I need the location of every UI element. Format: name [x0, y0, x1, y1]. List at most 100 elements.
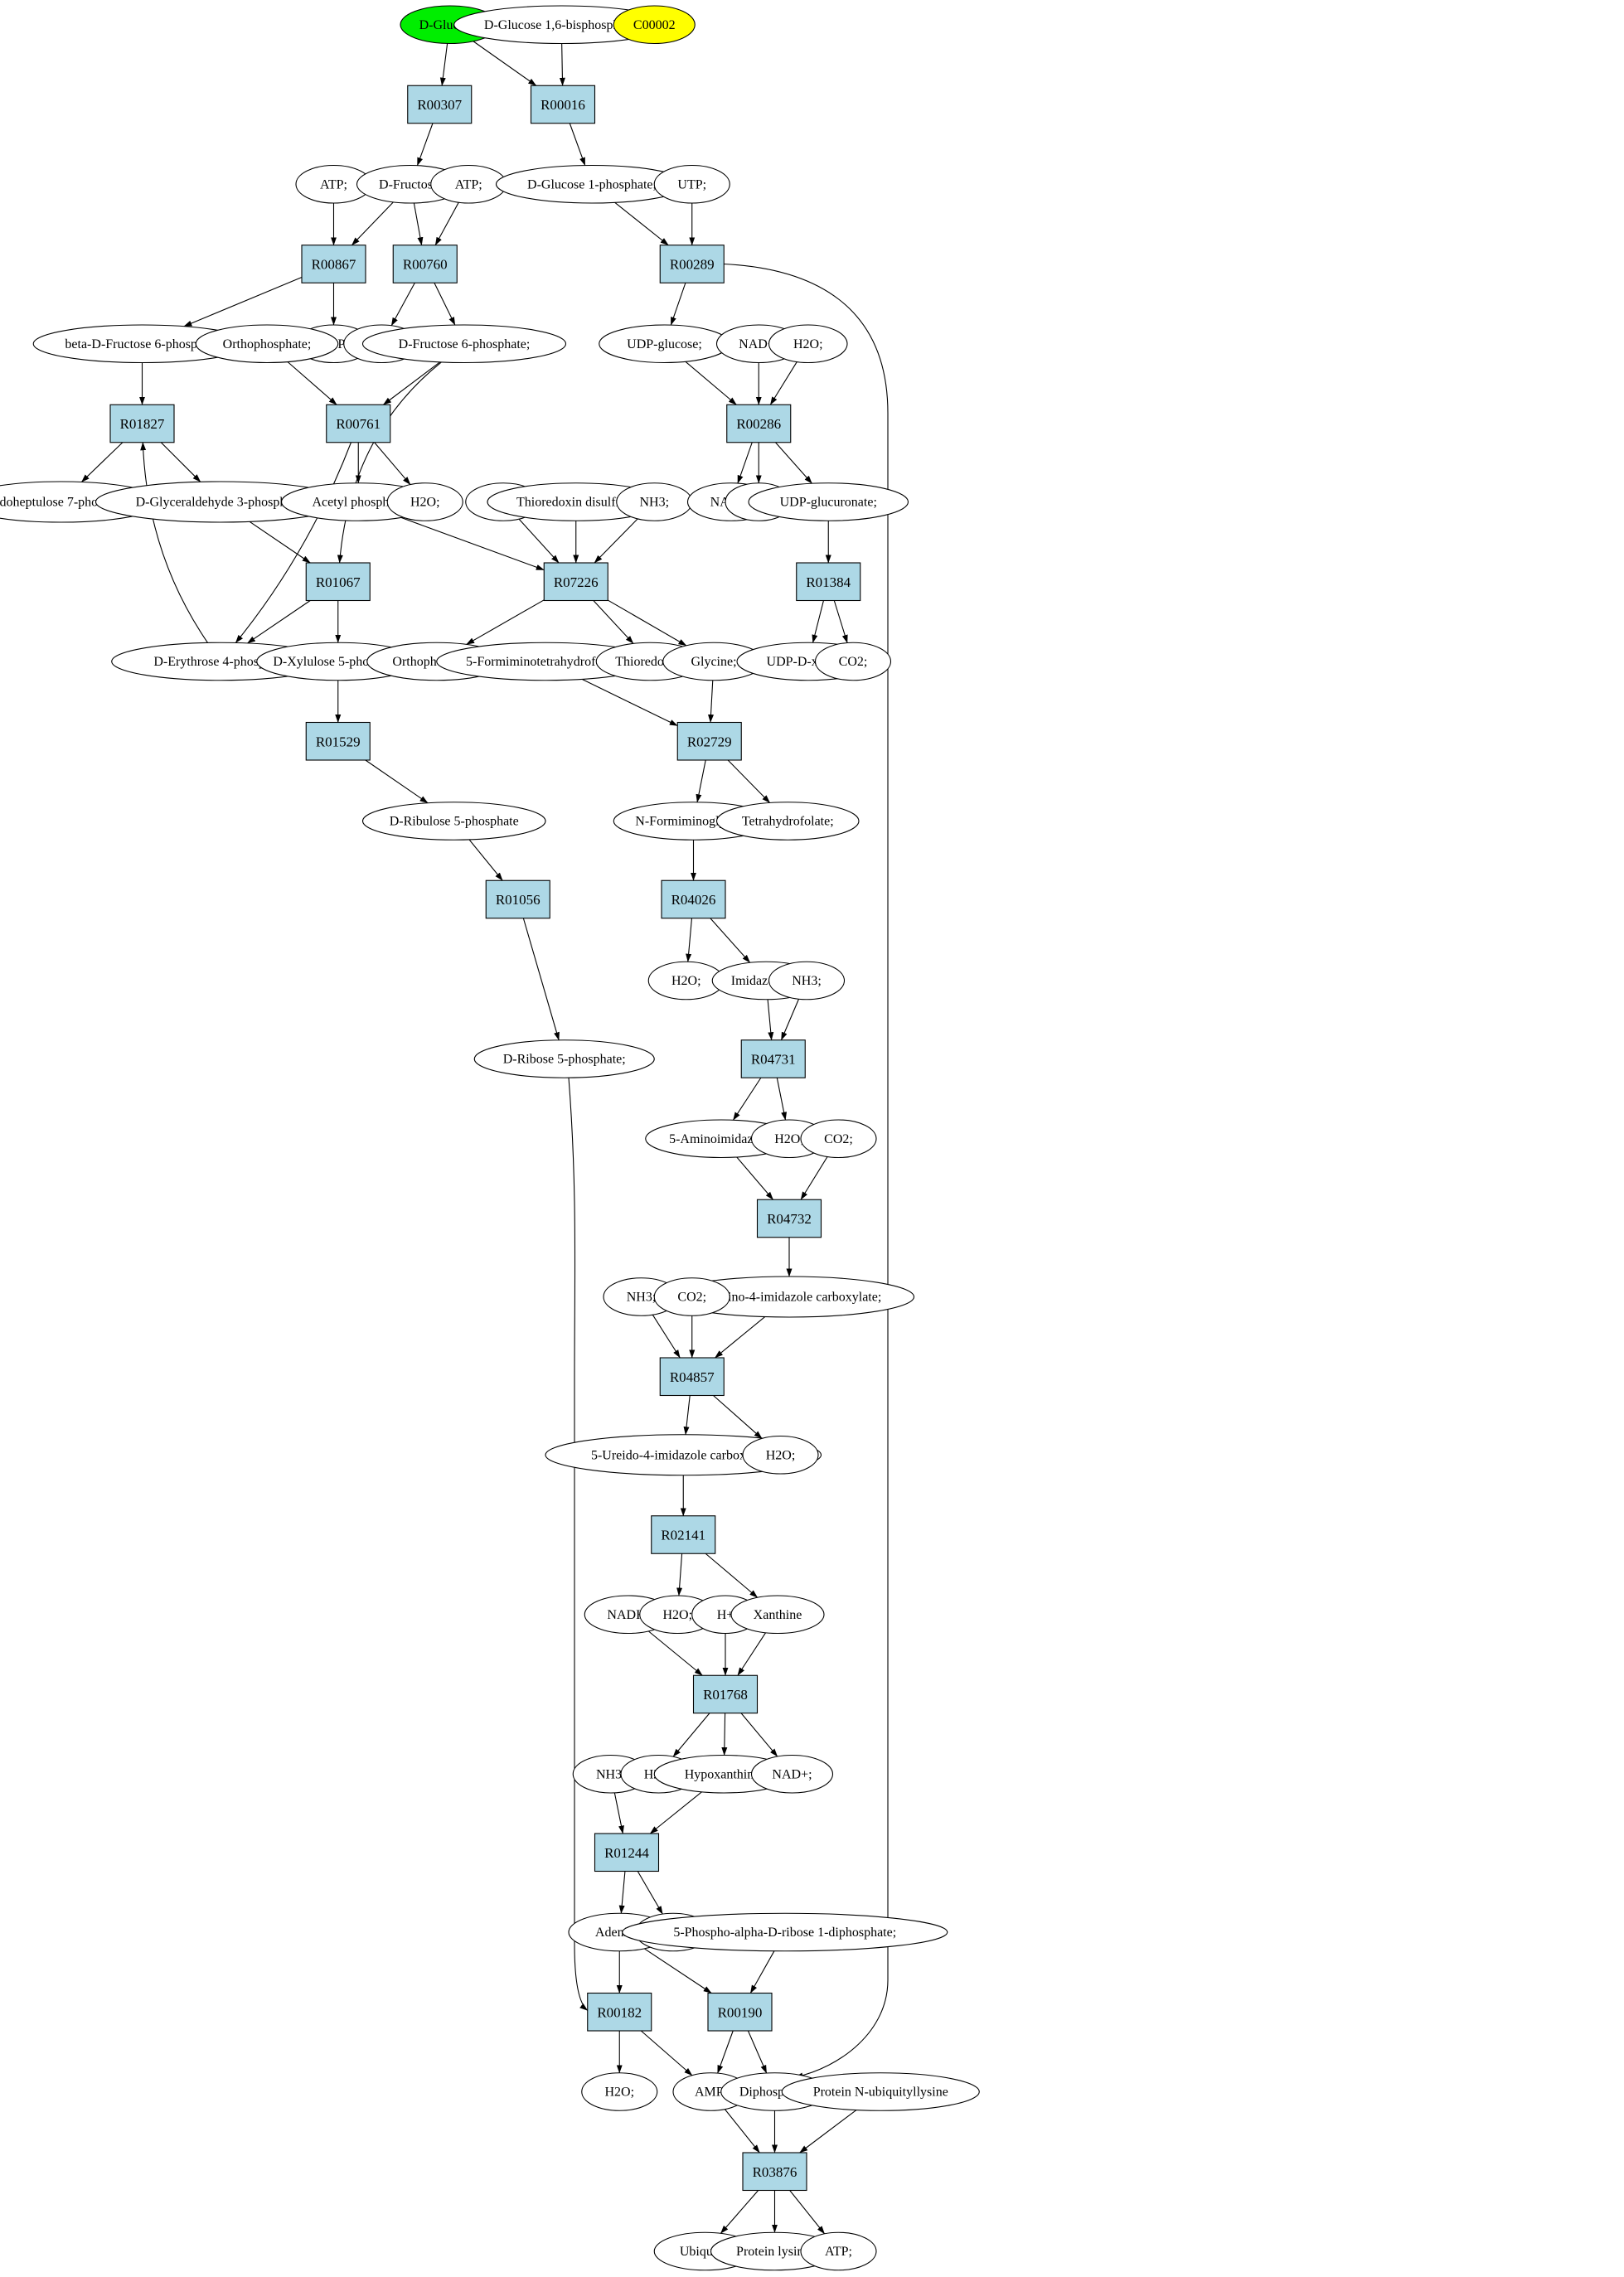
reaction-label: R00286 [736, 416, 781, 432]
edge-r_R00182-to-c_amp [640, 2030, 693, 2076]
edge-c_5aimid-to-r_R04732 [736, 1156, 773, 1200]
compound-label: H2O; [671, 974, 701, 988]
compound-ellipse [800, 1119, 877, 1159]
compound-ellipse [730, 1595, 825, 1635]
compound-node-nh3_b: NH3; [768, 961, 846, 1000]
edge-r_R01384-to-c_udpxylose [812, 600, 824, 643]
compound-ellipse [768, 961, 846, 1000]
compound-label: D-Fructose; [379, 177, 442, 191]
compound-node-thiodis: Thioredoxin disulfide; [487, 482, 666, 521]
compound-node-atp3: ATP; [800, 2231, 877, 2271]
compound-label: Orthophosphate; [223, 337, 312, 351]
compound-ellipse [386, 482, 463, 521]
edge-r_R00760-to-c_adp2 [390, 282, 415, 327]
reaction-box [740, 1039, 806, 1078]
reaction-node-R03876: R03876 [742, 2152, 807, 2192]
compound-label: ATP; [455, 177, 482, 191]
reaction-box [659, 1357, 725, 1397]
compound-label: Xanthine [754, 1608, 802, 1622]
compound-label: Protein lysine; [736, 2245, 813, 2259]
edge-c_atp2-to-r_R00760 [434, 201, 459, 246]
compound-node-df6p: D-Fructose 6-phosphate; [361, 324, 567, 364]
reaction-label: R01827 [120, 416, 165, 432]
edge-c_glycine-to-r_R02729 [708, 680, 715, 723]
compound-label: H2O; [410, 496, 440, 510]
compound-label: CO2; [839, 655, 868, 669]
compound-ellipse [768, 324, 848, 364]
compound-node-h2o_top: H2O; [768, 324, 848, 364]
reaction-label: R00761 [336, 416, 381, 432]
reaction-node-R00307: R00307 [407, 85, 473, 124]
edge-r_R07226-to-c_thioredoxin [593, 600, 634, 644]
compound-ellipse [613, 5, 696, 45]
edge-r_R02141-to-c_h2o_f [676, 1553, 683, 1596]
compound-ellipse [653, 164, 730, 204]
edge-r_R04857-to-c_5u4icarb [683, 1395, 691, 1436]
compound-node-h2o_a: H2O; [386, 482, 463, 521]
reaction-box [661, 879, 726, 919]
compound-label: UDP-glucuronate; [780, 496, 877, 510]
reaction-box [485, 879, 550, 919]
reaction-label: R04731 [751, 1052, 796, 1068]
compound-node-udpglucuronate: UDP-glucuronate; [748, 482, 909, 521]
reaction-label: R01067 [316, 574, 361, 590]
edge-c_df6p-to-r_R00761 [383, 361, 441, 405]
edge-c_adenine-to-r_R00190 [643, 1948, 712, 1994]
compound-label: 5-Amino-4-imidazole carboxylate; [697, 1291, 882, 1305]
reaction-label: R00307 [417, 97, 462, 113]
edge-r_R04857-to-c_h2o_e [713, 1395, 763, 1439]
compound-label: 5-Ureido-4-imidazole carboxylate; [591, 1448, 776, 1462]
reaction-box [707, 1992, 773, 2032]
edge-c_acetylp-to-r_R07226 [400, 516, 545, 571]
edge-r_R00867-to-c_betadf6p [183, 277, 303, 327]
reaction-label: R00867 [312, 257, 356, 273]
edge-c_dglucose16bp-to-r_R00016 [559, 43, 565, 86]
reaction-box [726, 404, 792, 443]
compound-label: D-Erythrose 4-phosphate [153, 655, 287, 669]
compound-label: 5-Phospho-alpha-D-ribose 1-diphosphate; [673, 1926, 896, 1940]
reaction-label: R00182 [597, 2004, 642, 2020]
reaction-box [530, 85, 596, 124]
reaction-node-R00190: R00190 [707, 1992, 773, 2032]
compound-label: Glycine; [691, 655, 736, 669]
edge-c_nh3_a-to-r_R07226 [594, 518, 638, 564]
edge-r_R01827-to-c_sedo [80, 442, 124, 482]
edge-c_dribose5p-to-r_R00182 [568, 1078, 589, 2011]
compound-label: D-Ribulose 5-phosphate [390, 815, 519, 829]
reaction-node-R04731: R04731 [740, 1039, 806, 1078]
compound-node-nh3_a: NH3; [616, 482, 693, 521]
edge-r_R00286-to-c_udpglucuronate [775, 442, 812, 484]
edge-r_R00289-to-c_udpglucose [670, 283, 686, 326]
reaction-node-R00016: R00016 [530, 85, 596, 124]
compound-node-xanthine: Xanthine [730, 1595, 825, 1635]
compound-ellipse [473, 1039, 655, 1078]
reaction-node-R01067: R01067 [305, 562, 371, 602]
compound-label: D-Glucose 1,6-bisphosphate; [484, 18, 639, 32]
compound-label: NH3; [792, 974, 822, 988]
edge-c_amp-to-r_R03876 [724, 2109, 760, 2153]
reaction-label: R00760 [403, 257, 448, 273]
reaction-node-R00761: R00761 [326, 404, 391, 443]
reaction-label: R04857 [670, 1369, 715, 1385]
edge-r_R04731-to-c_5aimid [732, 1077, 762, 1121]
compound-node-co2_c: CO2; [653, 1277, 730, 1316]
compound-label: beta-D-Fructose 6-phosphate [65, 337, 219, 351]
edge-c_nh3_b-to-r_R04731 [780, 999, 800, 1041]
compound-label: Thioredoxin disulfide; [516, 496, 636, 510]
edge-r_R00307-to-c_dfructose [416, 123, 434, 167]
compound-label: H2O; [793, 337, 823, 351]
compound-node-atp1: ATP; [295, 164, 372, 204]
compound-label: 5-Aminoimidazole; [669, 1132, 773, 1146]
compound-label: Protein N-ubiquityllysine [813, 2086, 948, 2100]
compound-label: NH3; [596, 1767, 626, 1781]
compound-label: H2O; [774, 1132, 804, 1146]
reaction-label: R03876 [753, 2164, 797, 2180]
compound-ellipse [715, 802, 860, 841]
reaction-node-R00286: R00286 [726, 404, 792, 443]
edge-c_5a4icarb-to-r_R04857 [715, 1316, 766, 1359]
edges-layer [80, 41, 889, 2235]
edge-r_R01768-to-c_h2o_g [672, 1713, 710, 1757]
compound-node-h2o_e: H2O; [742, 1435, 819, 1475]
compound-label: NAD+; [739, 337, 778, 351]
edge-r_R00761-to-c_h2o_a [374, 442, 411, 485]
